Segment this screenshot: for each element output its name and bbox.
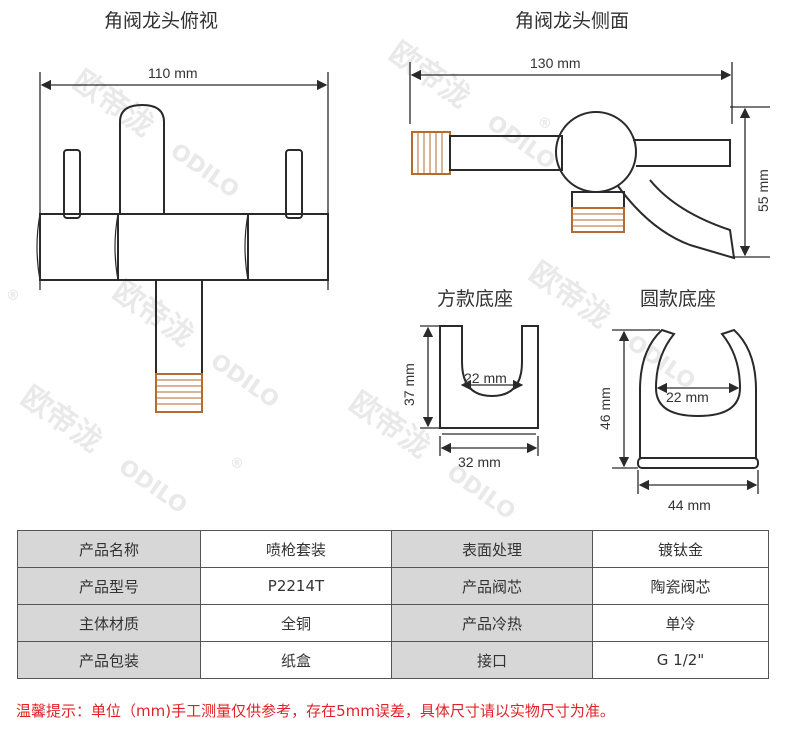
side-view-drawing: 130 mm 55 mm [409, 55, 771, 260]
watermark-mark: ® [230, 456, 244, 472]
round-height-label: 46 mm [597, 387, 613, 430]
side-width-label: 130 mm [530, 55, 581, 71]
round-base-drawing: 22 mm 46 mm 44 mm [597, 328, 759, 513]
handle-top [119, 103, 165, 215]
spec-value: P2214T [200, 567, 392, 605]
side-pipe [449, 135, 563, 171]
spec-key: 产品型号 [17, 567, 201, 605]
spec-value: 全铜 [200, 604, 392, 642]
table-row: 产品名称 喷枪套装 表面处理 镀钛金 [17, 530, 769, 568]
top-width-label: 110 mm [148, 65, 198, 81]
spout [617, 179, 736, 260]
table-row: 主体材质 全铜 产品冷热 单冷 [17, 604, 769, 642]
pin-left [63, 149, 81, 219]
round-width-label: 44 mm [668, 497, 711, 513]
side-view-title: 角阀龙头侧面 [515, 10, 630, 32]
square-base-drawing: 22 mm 37 mm 32 mm [401, 325, 539, 470]
spec-key: 产品冷热 [391, 604, 593, 642]
square-base-title: 方款底座 [437, 288, 514, 310]
table-row: 产品包装 纸盒 接口 G 1/2" [17, 641, 769, 679]
round-base-outline [639, 328, 757, 459]
spec-value: 镀钛金 [592, 530, 769, 568]
measurement-note: 温馨提示：单位（mm)手工测量仅供参考，存在5mm误差，具体尺寸请以实物尺寸为准… [16, 702, 615, 720]
pin-right [285, 149, 303, 219]
side-handle [633, 139, 731, 167]
spec-key: 产品包装 [17, 641, 201, 679]
spec-key: 表面处理 [391, 530, 593, 568]
round-inner-label: 22 mm [666, 389, 709, 405]
watermark-mark: ® [538, 116, 552, 132]
square-base-outline [439, 325, 539, 429]
round-base-title: 圆款底座 [640, 288, 717, 310]
body-shade [114, 213, 119, 281]
spec-value: 纸盒 [200, 641, 392, 679]
side-height-label: 55 mm [755, 169, 771, 212]
spec-key: 接口 [391, 641, 593, 679]
spec-value: 喷枪套装 [200, 530, 392, 568]
watermark-mark: ® [6, 288, 20, 304]
top-view-drawing: 110 mm [36, 65, 329, 413]
thread [155, 373, 203, 413]
spec-key: 产品名称 [17, 530, 201, 568]
round-base-foot [637, 457, 759, 469]
square-inner-label: 22 mm [464, 370, 507, 386]
square-width-label: 32 mm [458, 454, 501, 470]
spec-value: 陶瓷阀芯 [592, 567, 769, 605]
top-view-title: 角阀龙头俯视 [104, 10, 219, 32]
drawings: 110 mm 130 mm [36, 55, 771, 513]
table-row: 产品型号 P2214T 产品阀芯 陶瓷阀芯 [17, 567, 769, 605]
spec-table: 产品名称 喷枪套装 表面处理 镀钛金 产品型号 P2214T 产品阀芯 陶瓷阀芯… [17, 530, 769, 679]
spec-value: 单冷 [592, 604, 769, 642]
body-main [39, 213, 329, 281]
side-nut [571, 191, 625, 209]
stem [155, 279, 203, 375]
body-shade [36, 213, 41, 281]
body-shade [244, 213, 249, 281]
valve-body [555, 111, 637, 193]
square-height-label: 37 mm [401, 363, 417, 406]
spec-value: G 1/2" [592, 641, 769, 679]
spec-key: 主体材质 [17, 604, 201, 642]
spec-key: 产品阀芯 [391, 567, 593, 605]
